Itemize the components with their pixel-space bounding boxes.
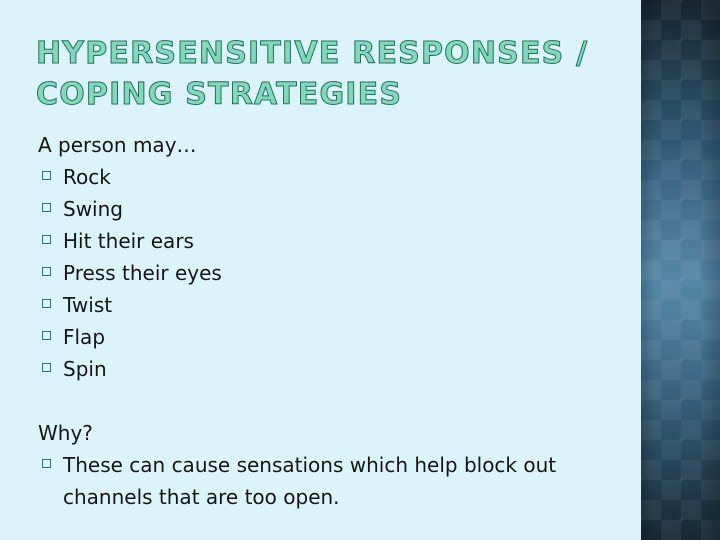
body-spacer	[38, 385, 618, 417]
list-item: Twist	[38, 289, 618, 321]
list-item-label: Spin	[63, 357, 107, 381]
list-item: Swing	[38, 193, 618, 225]
list-item: Rock	[38, 161, 618, 193]
square-bullet-icon	[42, 363, 51, 372]
list-item: Hit their ears	[38, 225, 618, 257]
list-item-label: Press their eyes	[63, 261, 222, 285]
list-item-label: Swing	[63, 197, 123, 221]
why-explanation-list: These can cause sensations which help bl…	[38, 449, 618, 513]
list-item-label: Flap	[63, 325, 106, 349]
square-bullet-icon	[42, 203, 51, 212]
square-bullet-icon	[42, 459, 51, 468]
diamond-pattern-layer	[641, 0, 720, 540]
square-bullet-icon	[42, 235, 51, 244]
diamond-star-motif-layer	[641, 0, 720, 540]
list-item: Press their eyes	[38, 257, 618, 289]
title-line-2: COPING STRATEGIES	[36, 77, 403, 113]
square-bullet-icon	[42, 267, 51, 276]
slide-title: HYPERSENSITIVE RESPONSES / COPING STRATE…	[36, 33, 596, 115]
slide-body: A person may… Rock Swing Hit their ears …	[38, 129, 618, 513]
square-bullet-icon	[42, 299, 51, 308]
body-lead-text: A person may…	[38, 133, 197, 157]
list-item-label: Rock	[63, 165, 111, 189]
panel-edge-shading	[641, 0, 720, 540]
title-line-1: HYPERSENSITIVE RESPONSES /	[36, 36, 589, 72]
coping-strategies-list: Rock Swing Hit their ears Press their ey…	[38, 161, 618, 385]
square-bullet-icon	[42, 331, 51, 340]
list-item: These can cause sensations which help bl…	[38, 449, 618, 513]
list-item-label: Hit their ears	[63, 229, 194, 253]
square-bullet-icon	[42, 171, 51, 180]
list-item: Spin	[38, 353, 618, 385]
list-item-label: Twist	[63, 293, 113, 317]
decorative-diamond-panel	[641, 0, 720, 540]
list-item-label: These can cause sensations which help bl…	[63, 453, 557, 509]
list-item: Flap	[38, 321, 618, 353]
why-heading: Why?	[38, 421, 93, 445]
